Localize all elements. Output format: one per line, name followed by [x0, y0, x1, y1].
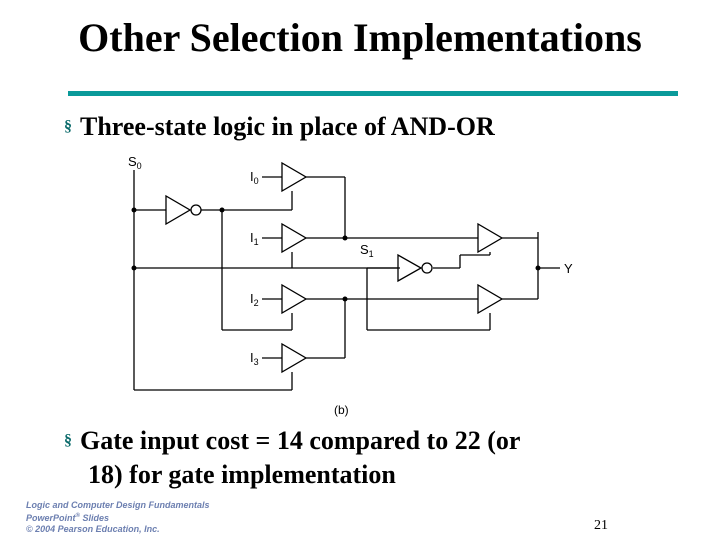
- junction-bottom-bus: [342, 296, 348, 302]
- bullet-text-line1: Gate input cost = 14 compared to 22 (or: [80, 426, 521, 455]
- bullet-text: Three-state logic in place of AND-OR: [80, 112, 495, 141]
- bullet-three-state: § Three-state logic in place of AND-OR: [64, 110, 495, 144]
- tristate-buffer-upper: [477, 222, 504, 254]
- label-i3: I3: [250, 350, 259, 367]
- junction-s0-bar: [219, 207, 225, 213]
- footer-line2: PowerPoint® Slides: [26, 513, 109, 523]
- s1-inverter-bubble: [421, 262, 433, 274]
- page-number: 21: [594, 518, 608, 533]
- tristate-buffer-lower: [477, 283, 504, 315]
- footer-line3: © 2004 Pearson Education, Inc.: [26, 524, 160, 534]
- junction-top-bus: [342, 235, 348, 241]
- label-s0: S0: [128, 154, 142, 171]
- label-i0: I0: [250, 169, 259, 186]
- title-divider: [68, 91, 678, 96]
- label-i2: I2: [250, 291, 259, 308]
- tristate-buffer-i3: [281, 342, 308, 374]
- junction-s0-s1gates: [131, 265, 137, 271]
- tristate-buffer-i0: [281, 161, 308, 193]
- junction-y: [535, 265, 541, 271]
- junction-s0-inverter: [131, 207, 137, 213]
- footer-line1: Logic and Computer Design Fundamentals: [26, 500, 210, 510]
- bullet-text-line2: 18) for gate implementation: [88, 460, 396, 489]
- slide-title: Other Selection Implementations: [78, 15, 642, 60]
- tristate-buffer-i2: [281, 283, 308, 315]
- label-i1: I1: [250, 230, 259, 247]
- label-y: Y: [564, 261, 573, 276]
- label-s1: S1: [360, 242, 374, 259]
- diagram-caption: (b): [334, 403, 349, 417]
- footer-credit: Logic and Computer Design Fundamentals P…: [26, 500, 210, 535]
- tristate-buffer-i1: [281, 222, 308, 254]
- bullet-gate-cost: § Gate input cost = 14 compared to 22 (or…: [64, 424, 664, 492]
- bullet-marker: §: [64, 118, 72, 135]
- s0-inverter-triangle: [165, 194, 192, 226]
- bullet-marker: §: [64, 432, 72, 449]
- s1-inverter-triangle: [397, 253, 423, 283]
- s0-inverter-bubble: [190, 204, 202, 216]
